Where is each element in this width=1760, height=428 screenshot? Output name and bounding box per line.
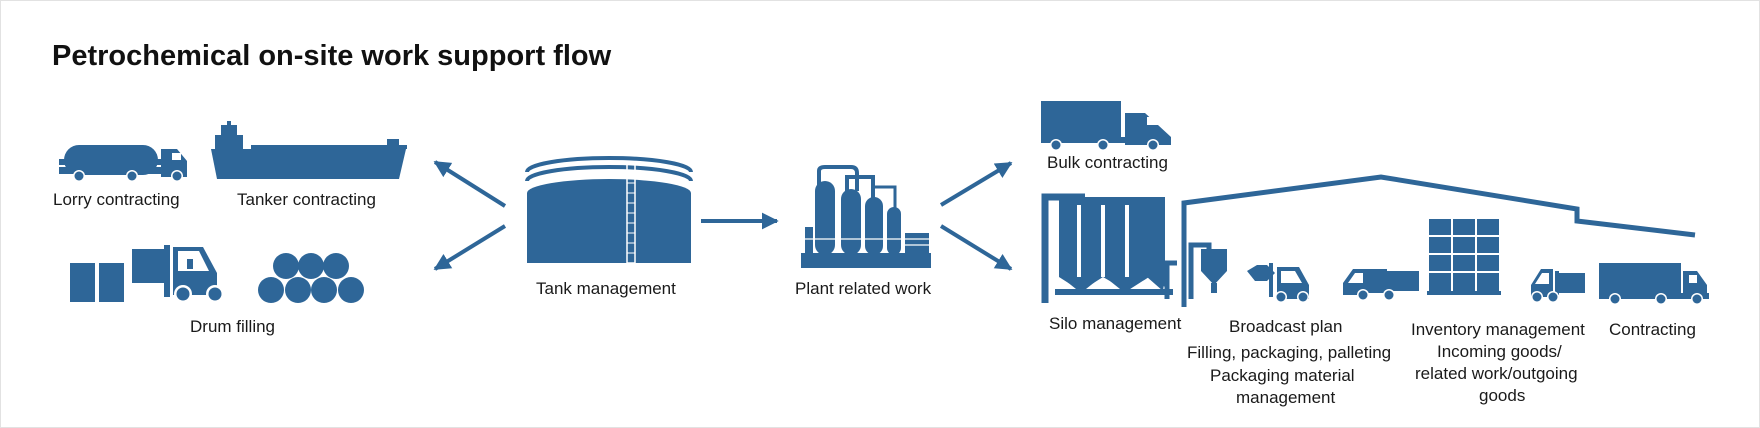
node-label-broadcast-line3: Packaging material [1210,366,1355,385]
node-label-tanker: Tanker contracting [237,190,376,209]
diagram-title: Petrochemical on-site work support flow [52,40,612,72]
node-label-inventory-line3: related work/outgoing [1415,364,1578,383]
node-label-lorry: Lorry contracting [53,190,180,209]
container-truck-icon [1599,263,1709,305]
node-label-plant: Plant related work [795,279,932,298]
bulk-truck-icon [1041,101,1171,151]
silo-icon [1041,193,1227,303]
drum-forklift-icon [70,245,364,303]
bagging-forklift-icon [1247,263,1309,303]
storage-tank-icon [525,156,693,264]
node-label-broadcast-line2: Filling, packaging, palleting [1187,343,1391,362]
flow-arrows [433,160,1013,271]
node-label-inventory-line4: goods [1479,386,1525,405]
tanker-truck-icon [59,145,187,182]
node-label-broadcast-line4: management [1236,388,1336,407]
arrow-tank-to-drum [433,224,507,271]
node-label-inventory-line2: Incoming goods/ [1437,342,1562,361]
node-label-inventory-line1: Inventory management [1411,320,1585,339]
node-label-tank: Tank management [536,279,676,298]
node-label-silo: Silo management [1049,314,1182,333]
chemical-plant-icon [801,165,931,268]
warehouse-roof-outline [1181,174,1696,307]
tanker-ship-icon [211,121,407,179]
node-label-drum: Drum filling [190,317,275,336]
arrow-plant-to-bulk [939,161,1013,207]
node-label-contracting: Contracting [1609,320,1696,339]
node-label-broadcast-line1: Broadcast plan [1229,317,1342,336]
pallet-stack-icon [1343,219,1585,303]
arrow-tank-to-lorry [433,160,507,208]
arrow-plant-to-silo [939,224,1013,271]
node-label-bulk: Bulk contracting [1047,153,1168,172]
